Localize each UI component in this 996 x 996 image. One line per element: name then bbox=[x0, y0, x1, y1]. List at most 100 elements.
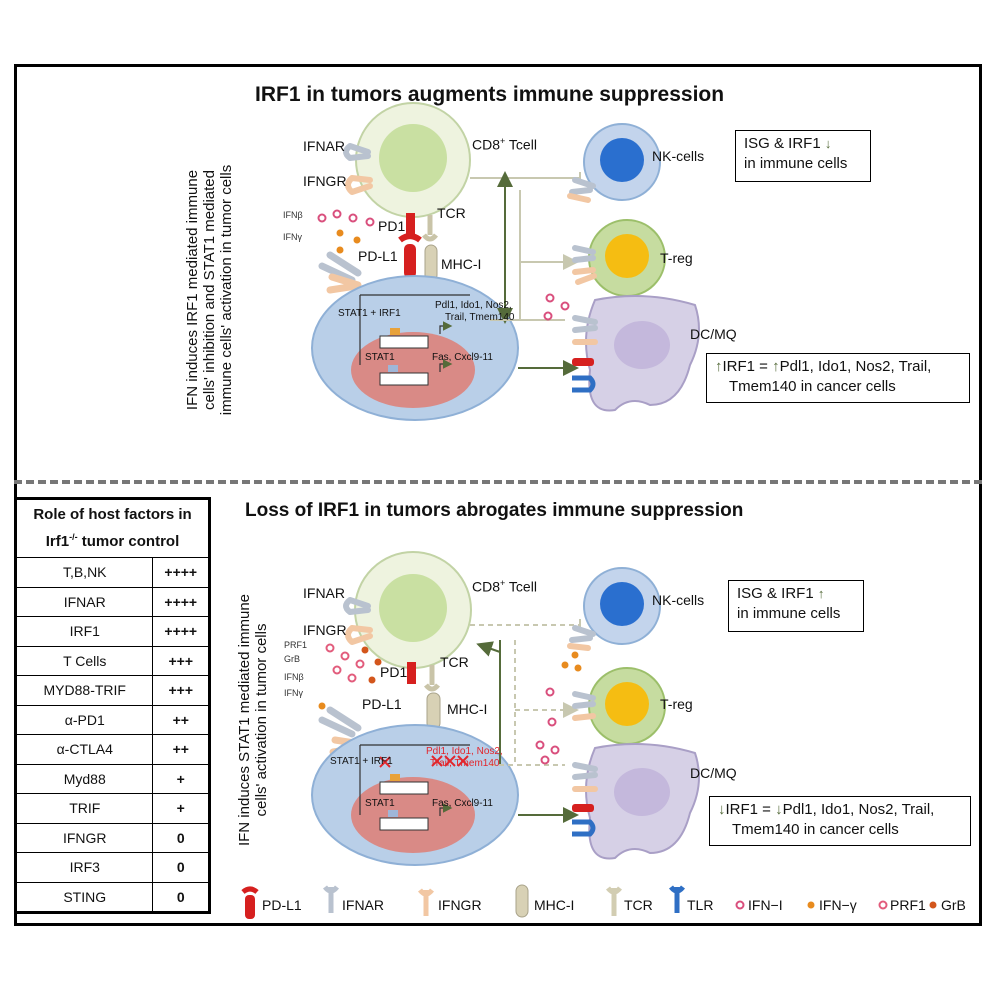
top-tcr bbox=[422, 215, 438, 242]
bottom-label-stat1-targets: Fas, Cxcl9-11 bbox=[432, 798, 493, 809]
bottom-label-nk: NK-cells bbox=[652, 592, 705, 608]
legend-pdl1-symbol bbox=[241, 886, 259, 919]
table-row: α-PD1++ bbox=[14, 704, 210, 735]
top-cd8-rest: Tcell bbox=[505, 136, 537, 153]
bottom-treg-cell bbox=[545, 667, 666, 745]
top-tumor-cell bbox=[311, 275, 519, 421]
score-cell: 0 bbox=[152, 852, 210, 883]
top-isg-line2: in immune cells bbox=[744, 155, 848, 172]
figure-frame bbox=[14, 64, 982, 926]
score-cell: +++ bbox=[152, 675, 210, 706]
bottom-irf1-line1b: Pdl1, Ido1, Nos2, Trail, bbox=[782, 801, 935, 818]
bottom-label-ifnar: IFNAR bbox=[303, 585, 345, 601]
factor-cell: T Cells bbox=[14, 645, 154, 676]
top-ifngr-receptor-tcell bbox=[345, 175, 373, 195]
bottom-label-ifng: IFNγ bbox=[284, 688, 303, 698]
top-nk-cell bbox=[567, 123, 661, 203]
legend-ifngr-label: IFNGR bbox=[438, 897, 482, 913]
legend-pdl1-label: PD-L1 bbox=[262, 897, 302, 913]
table-row: Myd88+ bbox=[14, 763, 210, 794]
top-pd1 bbox=[406, 213, 415, 237]
table-row: T,B,NK++++ bbox=[14, 557, 210, 588]
legend-ifngr-symbol bbox=[418, 888, 434, 916]
bottom-cd8-text: CD8 bbox=[472, 578, 501, 595]
top-ifnar-receptor-tumor bbox=[318, 251, 362, 284]
legend-ifng-label: IFN−γ bbox=[819, 897, 857, 913]
bottom-ifngr-receptor-tcell bbox=[345, 625, 373, 645]
legend-grb-label: GrB bbox=[941, 897, 966, 913]
bottom-cd8-rest: Tcell bbox=[505, 578, 537, 595]
bottom-label-irf1-targets-2: Trail, Tmem140 bbox=[430, 758, 500, 769]
role-table-header-sup: -/- bbox=[69, 532, 78, 542]
score-cell: + bbox=[152, 763, 210, 794]
factor-cell: IFNGR bbox=[14, 822, 154, 853]
table-row: T Cells+++ bbox=[14, 645, 210, 676]
bottom-label-grb: GrB bbox=[284, 654, 301, 664]
role-table-header: Role of host factors in Irf1-/- tumor co… bbox=[15, 498, 210, 558]
bottom-isg-line2: in immune cells bbox=[737, 605, 841, 622]
top-label-pdl1: PD-L1 bbox=[358, 248, 398, 264]
bottom-interaction-arrows bbox=[470, 619, 581, 823]
top-label-stat1-irf1: STAT1 + IRF1 bbox=[338, 308, 401, 319]
bottom-cd8-sup: + bbox=[500, 578, 506, 588]
legend-tlr-symbol bbox=[669, 885, 685, 913]
factor-cell: α-CTLA4 bbox=[14, 734, 154, 765]
bottom-label-tcr: TCR bbox=[440, 654, 469, 670]
top-label-treg: T-reg bbox=[660, 250, 693, 266]
bottom-label-cd8-tcell: CD8+ Tcell bbox=[472, 578, 537, 595]
score-cell: ++++ bbox=[152, 557, 210, 588]
top-isg-line1: ISG & IRF1 bbox=[744, 135, 821, 152]
score-cell: ++++ bbox=[152, 616, 210, 647]
legend-ifng-symbol bbox=[807, 901, 815, 909]
table-row: MYD88-TRIF+++ bbox=[14, 675, 210, 706]
bottom-label-mhc: MHC-I bbox=[447, 701, 488, 717]
top-label-ifng: IFNγ bbox=[283, 232, 302, 242]
top-cd8-sup: + bbox=[500, 136, 506, 146]
top-label-irf1-targets-1: Pdl1, Ido1, Nos2, bbox=[435, 300, 512, 311]
factor-cell: Myd88 bbox=[14, 763, 154, 794]
factor-cell: α-PD1 bbox=[14, 704, 154, 735]
table-row: TRIF+ bbox=[14, 793, 210, 824]
top-irf1-line2: Tmem140 in cancer cells bbox=[729, 378, 896, 395]
legend-tcr-symbol bbox=[606, 886, 622, 916]
bottom-label-treg: T-reg bbox=[660, 696, 693, 712]
legend-prf1-label: PRF1 bbox=[890, 897, 926, 913]
table-row: IFNAR++++ bbox=[14, 586, 210, 617]
top-ifnar-receptor-tcell bbox=[343, 143, 371, 161]
top-label-pd1: PD1 bbox=[378, 218, 406, 234]
factor-cell: TRIF bbox=[14, 793, 154, 824]
score-cell: 0 bbox=[152, 822, 210, 853]
legend-mhc-symbol bbox=[515, 884, 529, 918]
top-pdl1 bbox=[398, 233, 422, 278]
bottom-irf1-line2: Tmem140 in cancer cells bbox=[732, 821, 899, 838]
bottom-ifnar-receptor-tumor bbox=[318, 706, 362, 738]
bottom-tumor-cell bbox=[311, 724, 519, 866]
role-table-body: T,B,NK++++ IFNAR++++ IRF1++++ T Cells+++… bbox=[14, 557, 210, 913]
bottom-label-dcmq: DC/MQ bbox=[690, 765, 737, 781]
top-label-ifngr: IFNGR bbox=[303, 173, 347, 189]
bottom-tcr bbox=[424, 665, 440, 692]
top-cd8-text: CD8 bbox=[472, 136, 501, 153]
legend-prf1-symbol bbox=[878, 900, 888, 910]
top-irf1-up-arrow-icon: ↑ bbox=[715, 358, 723, 375]
legend-ifn1-symbol bbox=[735, 900, 745, 910]
legend-grb-symbol bbox=[929, 901, 937, 909]
bottom-label-stat1: STAT1 bbox=[365, 798, 395, 809]
bottom-isg-up-arrow-icon: ↑ bbox=[817, 586, 825, 601]
top-label-dcmq: DC/MQ bbox=[690, 326, 737, 342]
bottom-pd1 bbox=[407, 662, 416, 684]
top-isg-box: ISG & IRF1 ↓ in immune cells bbox=[735, 130, 871, 182]
top-label-ifnb: IFNβ bbox=[283, 210, 303, 220]
bottom-label-pdl1: PD-L1 bbox=[362, 696, 402, 712]
role-table-header-row: Role of host factors in Irf1-/- tumor co… bbox=[15, 498, 210, 558]
legend-ifn1-label: IFN−I bbox=[748, 897, 783, 913]
top-irf1-line1b: Pdl1, Ido1, Nos2, Trail, bbox=[779, 358, 932, 375]
top-interaction-arrows bbox=[470, 171, 581, 376]
bottom-label-ifnb: IFNβ bbox=[284, 672, 304, 682]
bottom-label-irf1-targets-1: Pdl1, Ido1, Nos2, bbox=[426, 746, 503, 757]
top-label-cd8-tcell: CD8+ Tcell bbox=[472, 136, 537, 153]
